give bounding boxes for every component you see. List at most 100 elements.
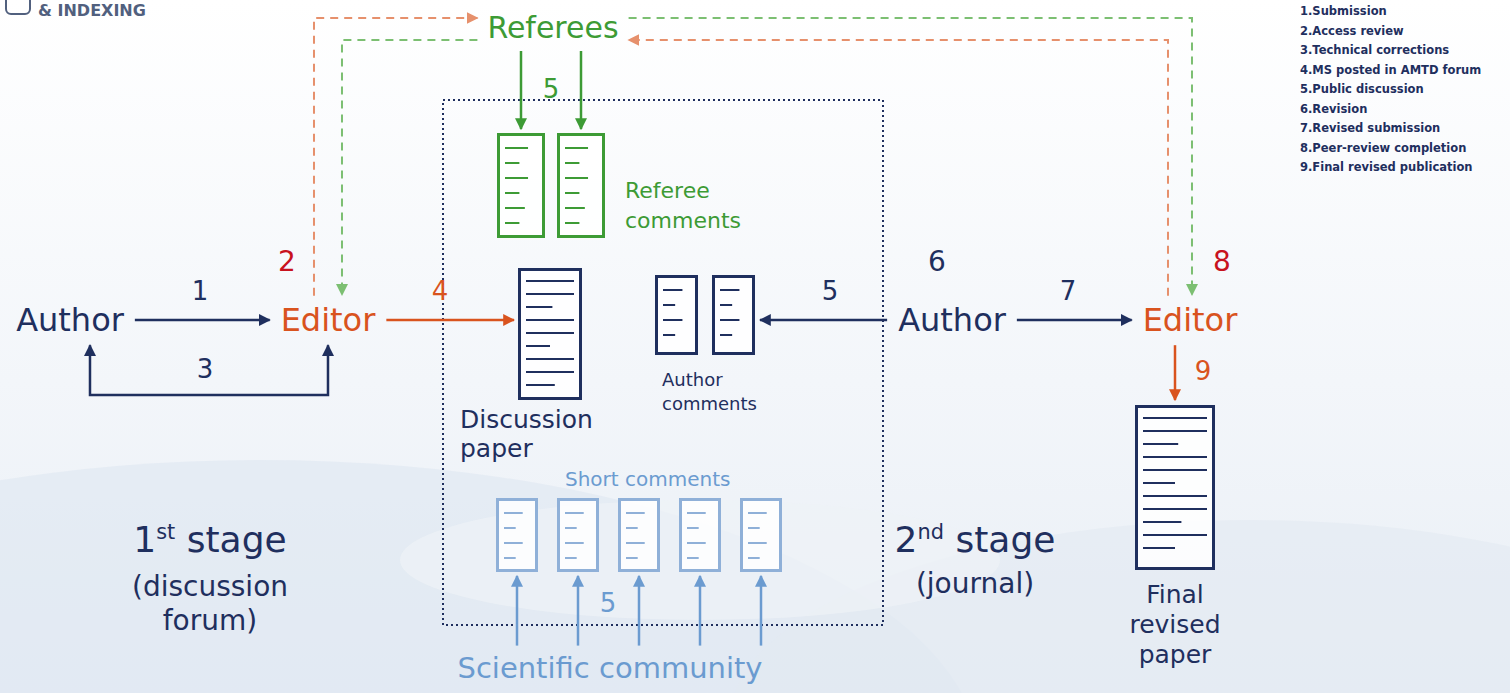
- text-line: [505, 192, 519, 194]
- text-line: [1143, 534, 1207, 536]
- step-number: 8: [1213, 245, 1231, 279]
- step-list-item: 4.MS posted in AMTD forum: [1300, 64, 1481, 78]
- role-name: Editor: [1143, 301, 1238, 339]
- document-icon: [655, 275, 755, 355]
- step-number: 9: [1195, 357, 1212, 387]
- document-caption: Short comments: [565, 466, 765, 492]
- text-line: [565, 542, 584, 544]
- text-line: [1143, 495, 1207, 497]
- role-name: Author: [16, 301, 124, 339]
- role-node: Referees: [482, 8, 623, 48]
- page-outline: [742, 500, 781, 571]
- page-outline: [714, 277, 754, 354]
- step-number: 5: [543, 75, 560, 105]
- document-icon-node: Discussion paper: [518, 268, 582, 400]
- step-number: 2: [278, 245, 296, 279]
- document-icon: [518, 268, 582, 400]
- edge-label-holder: 9: [1195, 357, 1212, 387]
- text-line: [565, 177, 588, 179]
- flow-arrow: [386, 319, 514, 322]
- text-line: [748, 527, 760, 529]
- text-line: [526, 306, 552, 308]
- text-line: [565, 557, 577, 559]
- text-line: [565, 162, 579, 164]
- step-number: 7: [1060, 277, 1077, 307]
- role-node: Author: [11, 299, 129, 341]
- label-holder: 7.Revised submission: [1300, 122, 1440, 136]
- step-number: 5: [600, 589, 617, 619]
- logo-text: & INDEXING: [38, 1, 146, 20]
- label-holder: 9.Final revised publication: [1300, 161, 1473, 175]
- text-line: [1143, 443, 1178, 445]
- edge-label-holder: 5: [543, 75, 560, 105]
- text-line: [526, 345, 550, 347]
- page-outline: [520, 270, 581, 399]
- flow-arrow: [1017, 319, 1132, 322]
- label-holder: 2.Access review: [1300, 25, 1404, 39]
- document-caption: Author comments: [662, 368, 772, 416]
- review-arrow: [629, 40, 1168, 296]
- text-line: [720, 289, 739, 291]
- label-holder: 6: [928, 245, 946, 279]
- page-outline: [620, 500, 659, 571]
- logo-mark: [6, 0, 30, 14]
- page-outline: [657, 277, 697, 354]
- flow-arrow: [760, 319, 887, 322]
- label-holder: (journal): [916, 567, 1034, 601]
- stage-title: 2nd stage: [895, 518, 1056, 561]
- text-line: [565, 207, 585, 209]
- role-node: Author: [893, 299, 1011, 341]
- text-line: [504, 512, 523, 514]
- stage-subtitle: (discussion forum): [110, 570, 310, 637]
- text-line: [1143, 482, 1175, 484]
- edge-label-holder: 5: [600, 589, 617, 619]
- text-line: [626, 527, 638, 529]
- role-name: Author: [898, 301, 1006, 339]
- page-border: [498, 500, 537, 571]
- text-line: [720, 304, 732, 306]
- edge-label-holder: 7: [1060, 277, 1077, 307]
- page-border: [559, 135, 604, 237]
- step-number: 3: [197, 355, 214, 385]
- text-line: [1143, 547, 1175, 549]
- label-holder: 4.MS posted in AMTD forum: [1300, 64, 1481, 78]
- page-border: [681, 500, 720, 571]
- page-border: [1137, 407, 1214, 569]
- text-line: [565, 527, 577, 529]
- page-border: [657, 277, 697, 354]
- text-line: [505, 207, 525, 209]
- text-line: [504, 557, 516, 559]
- step-list-item: 7.Revised submission: [1300, 122, 1440, 136]
- flow-arrow: [520, 51, 523, 129]
- text-line: [687, 527, 699, 529]
- role-name: Scientific community: [457, 651, 762, 686]
- review-arrow: [314, 18, 477, 296]
- text-line: [1143, 456, 1207, 458]
- text-line: [565, 147, 588, 149]
- text-line: [748, 557, 760, 559]
- text-line: [504, 542, 523, 544]
- label-holder: & INDEXING: [38, 1, 146, 20]
- text-line: [565, 222, 579, 224]
- text-line: [626, 512, 645, 514]
- text-line: [1143, 430, 1207, 432]
- flow-arrow: [577, 576, 580, 646]
- label-holder: 2nd stage: [895, 518, 1056, 561]
- review-arrow: [342, 40, 477, 295]
- text-line: [565, 192, 579, 194]
- edge-label-holder: 1: [192, 277, 209, 307]
- step-list-item: 1.Submission: [1300, 5, 1387, 19]
- text-line: [1143, 508, 1207, 510]
- edge-label-holder: 5: [822, 277, 839, 307]
- stage-title: 1st stage: [133, 518, 286, 561]
- page-border: [559, 500, 598, 571]
- page-border: [520, 270, 581, 399]
- review-arrow: [629, 18, 1192, 295]
- step-list-item: 9.Final revised publication: [1300, 161, 1473, 175]
- document-icon-node: Final revised paper: [1135, 405, 1215, 570]
- step-number: 4: [432, 277, 449, 307]
- text-line: [526, 332, 574, 334]
- text-line: [748, 512, 767, 514]
- document-icon: [497, 133, 605, 238]
- text-line: [505, 162, 519, 164]
